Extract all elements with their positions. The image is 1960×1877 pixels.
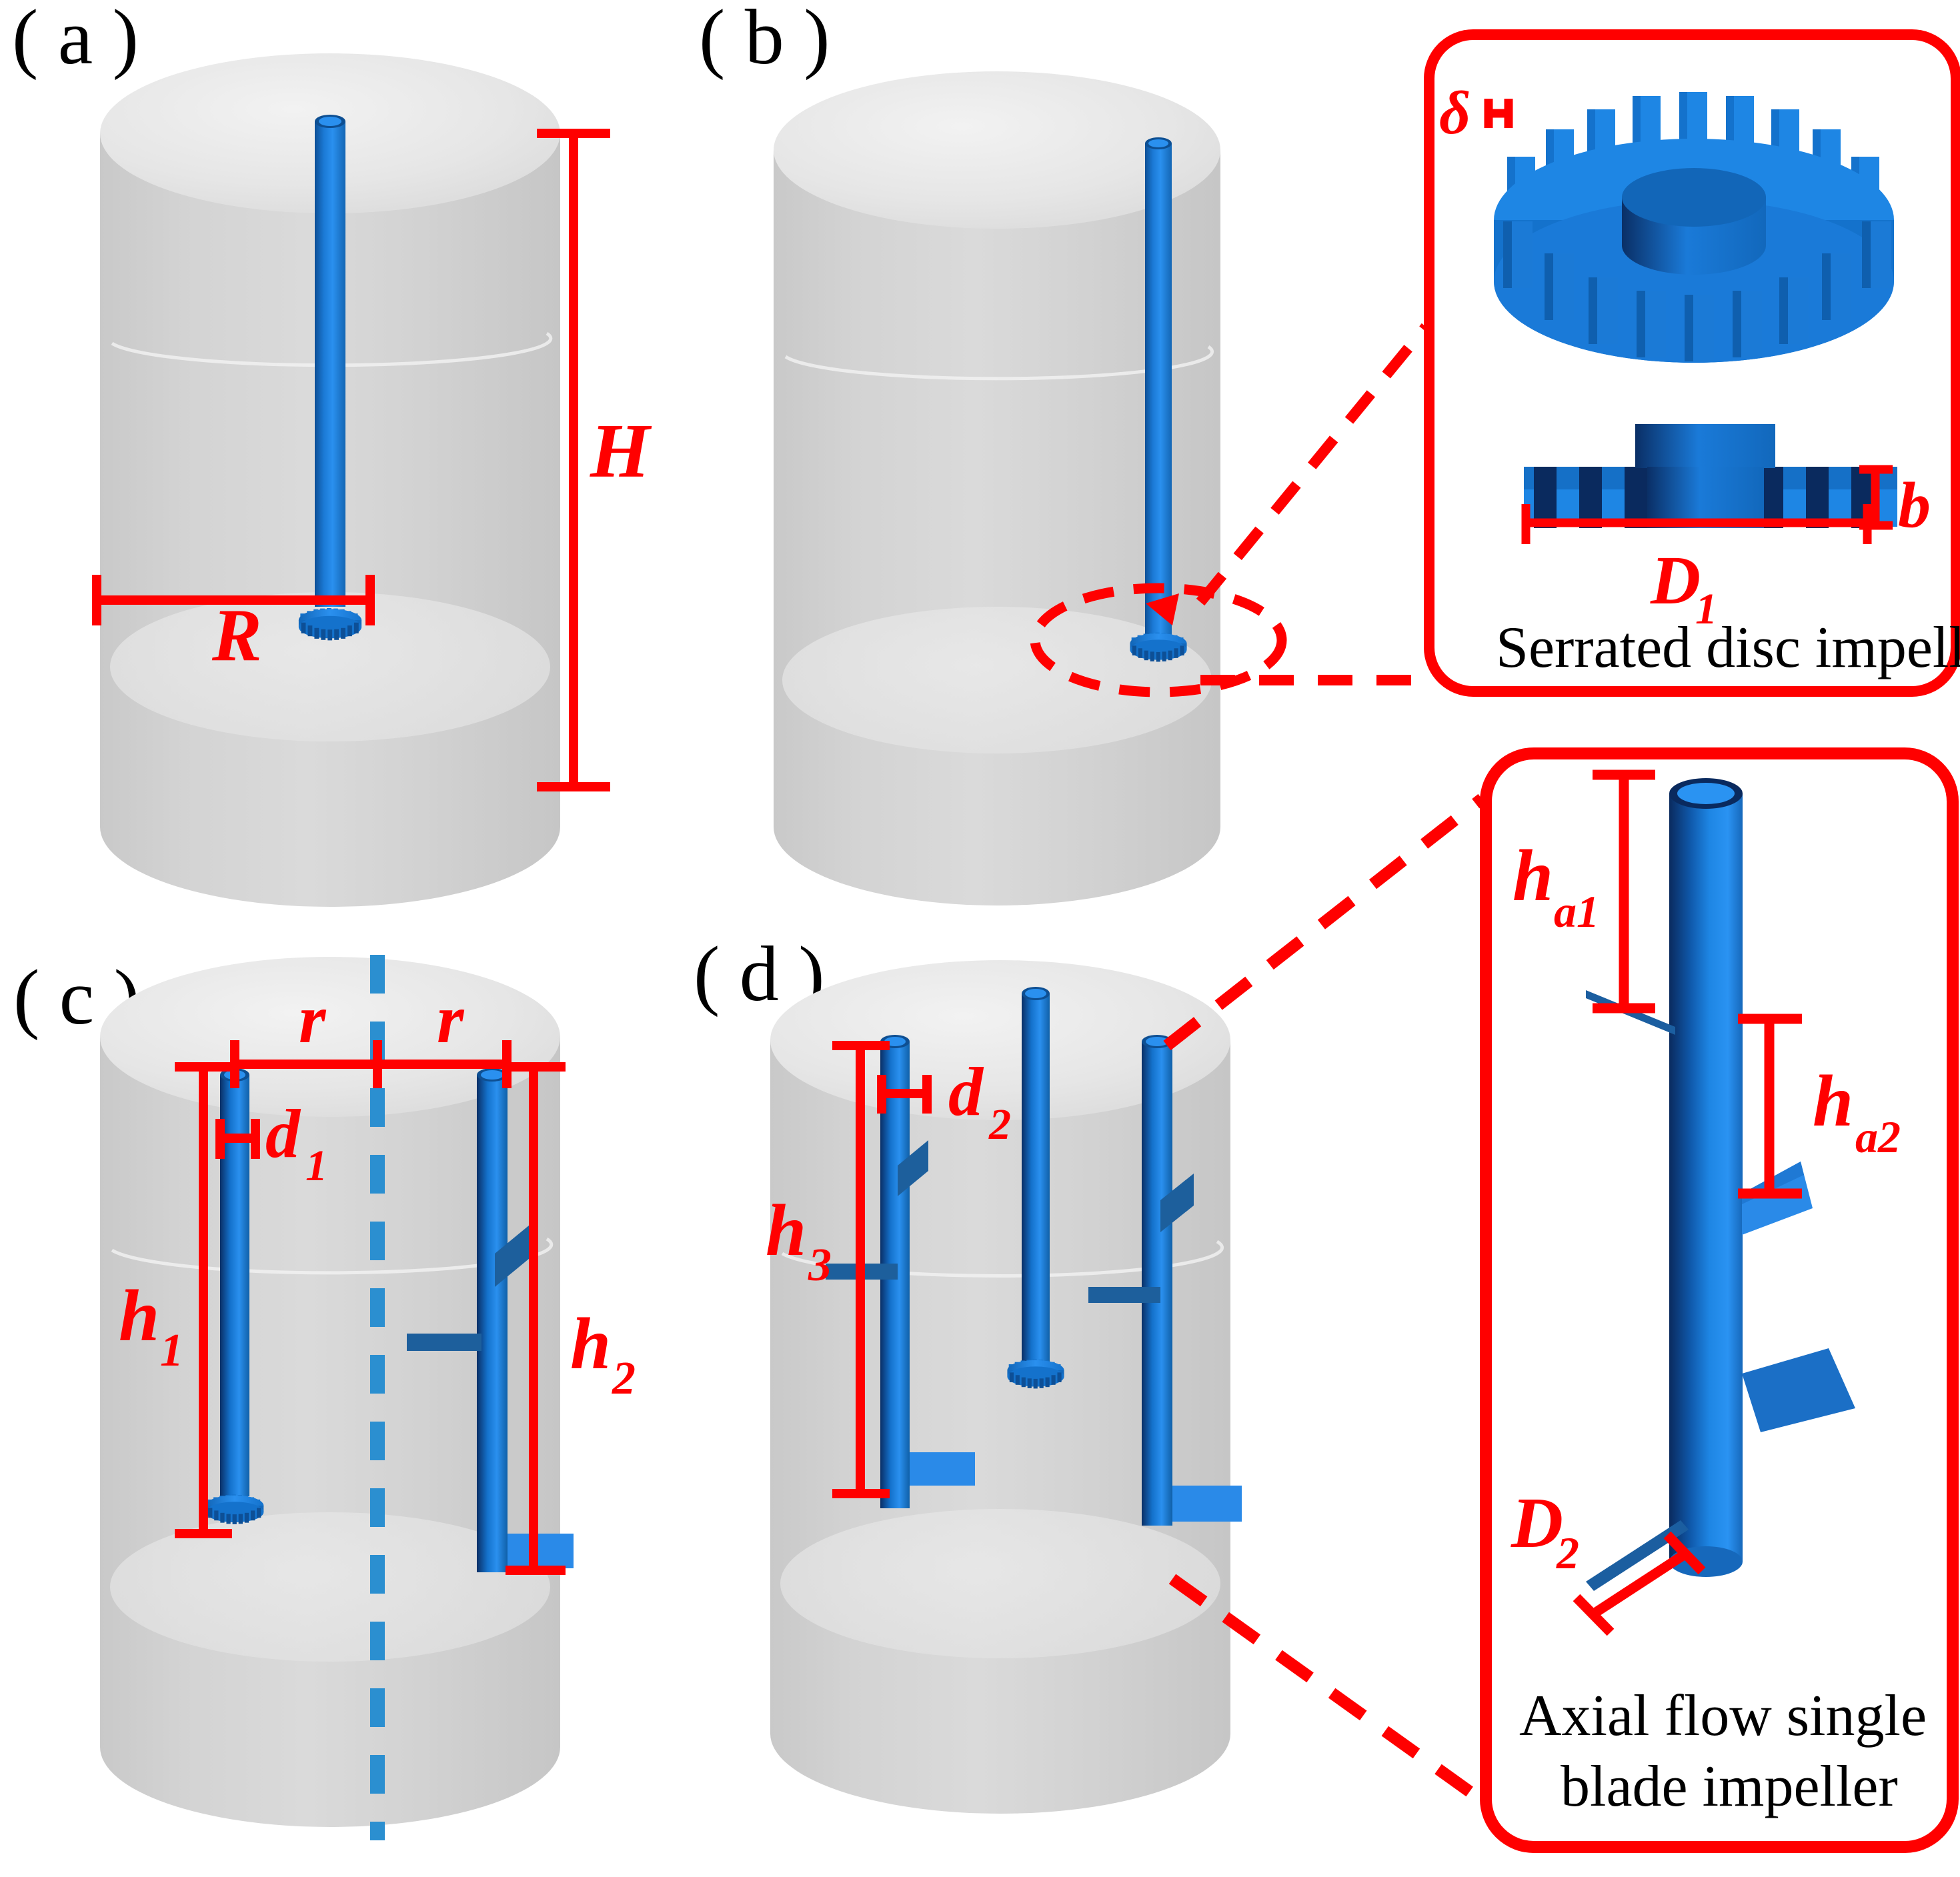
- panel-a: ( a ) H R: [12, 0, 652, 907]
- shaft-left-d: [826, 1035, 975, 1508]
- svg-text:h: h: [570, 1303, 611, 1384]
- dimension-R: [92, 575, 375, 625]
- svg-text:3: 3: [808, 1240, 832, 1291]
- dimension-r-right-label: r: [437, 981, 465, 1058]
- dimension-ha2: [1738, 1014, 1802, 1199]
- dimension-D2-label: D 2: [1511, 1484, 1579, 1578]
- callout-caption-axial-line2: blade impeller: [1561, 1754, 1898, 1819]
- dimension-d1-label: d 1: [265, 1096, 327, 1190]
- callout-caption-axial-line1: Axial flow single: [1519, 1684, 1927, 1748]
- svg-text:D: D: [1650, 542, 1701, 619]
- tank-c: [100, 957, 560, 1827]
- dimension-ha1-label: h a1: [1513, 835, 1599, 937]
- dimension-delta-label: δ: [1439, 79, 1471, 147]
- panel-b-label: ( b ): [699, 0, 830, 81]
- dimension-D2: [1573, 1531, 1706, 1636]
- tank-b: [774, 71, 1220, 905]
- dimension-d2: [877, 1075, 932, 1114]
- dimension-h2: [506, 1062, 566, 1575]
- svg-text:h: h: [766, 1190, 806, 1271]
- shaft-right-d: [1088, 1035, 1242, 1526]
- serrated-disc-iso-view: [1494, 92, 1894, 363]
- svg-text:1: 1: [305, 1142, 327, 1190]
- svg-text:1: 1: [1695, 585, 1717, 633]
- dimension-r-left-label: r: [299, 981, 327, 1058]
- dimension-D1: [1521, 504, 1872, 544]
- dimension-d1: [215, 1119, 260, 1159]
- dimension-h1-label: h 1: [119, 1275, 183, 1376]
- callout-axial-blade: h a1 h a2 D 2 Axial flow single blade im…: [1480, 747, 1959, 1853]
- serrated-disc-side-view: [1524, 424, 1897, 528]
- svg-text:h: h: [1513, 835, 1553, 916]
- panel-b: ( b ): [699, 0, 1430, 905]
- svg-text:a2: a2: [1855, 1112, 1901, 1162]
- axial-shaft-large: [1669, 778, 1743, 1577]
- panel-d: ( d ): [694, 793, 1486, 1814]
- dimension-D1-label: D 1: [1650, 542, 1717, 633]
- axial-blade-lower: [1742, 1348, 1855, 1432]
- svg-text:a1: a1: [1554, 886, 1599, 937]
- dimension-r: [230, 1040, 512, 1088]
- svg-text:d: d: [948, 1054, 984, 1130]
- dimension-ha1: [1593, 769, 1655, 1014]
- dimension-H-label: H: [590, 409, 652, 493]
- callout-serrated-disc: δ b: [1424, 29, 1960, 697]
- panel-c: ( c ): [13, 954, 636, 1840]
- callout-connector-serrated: [1196, 323, 1430, 685]
- impeller-assembly-b: [1130, 137, 1187, 662]
- svg-text:2: 2: [1556, 1528, 1579, 1578]
- axial-blade-bottom: [1586, 1520, 1689, 1591]
- svg-text:D: D: [1511, 1484, 1563, 1563]
- dimension-b-label: b: [1898, 469, 1931, 541]
- dimension-ha2-label: h a2: [1813, 1060, 1901, 1162]
- callout-caption-serrated: Serrated disc impeller: [1496, 615, 1960, 680]
- shaft-left-c: [205, 1068, 264, 1524]
- dimension-h3-label: h 3: [766, 1190, 832, 1291]
- svg-text:2: 2: [612, 1353, 636, 1404]
- shaft-center-d: [1007, 987, 1064, 1389]
- svg-text:2: 2: [988, 1100, 1011, 1149]
- svg-text:d: d: [265, 1096, 301, 1172]
- svg-text:h: h: [1813, 1060, 1853, 1142]
- svg-text:1: 1: [160, 1325, 183, 1376]
- callout-arrowhead: [1146, 593, 1179, 625]
- svg-text:h: h: [119, 1275, 159, 1356]
- dimension-h1: [175, 1062, 232, 1538]
- dimension-h3: [832, 1041, 890, 1498]
- zoom-highlight-ellipse-b: [1030, 583, 1287, 697]
- dimension-h2-label: h 2: [570, 1303, 636, 1404]
- impeller-assembly-a: [298, 115, 362, 641]
- dimension-R-label: R: [211, 594, 262, 677]
- dimension-d2-label: d 2: [948, 1054, 1011, 1149]
- callout-connector-axial: [1163, 793, 1486, 1806]
- dimension-H: [537, 129, 610, 791]
- panel-a-label: ( a ): [12, 0, 139, 81]
- dimension-delta: [1484, 99, 1513, 128]
